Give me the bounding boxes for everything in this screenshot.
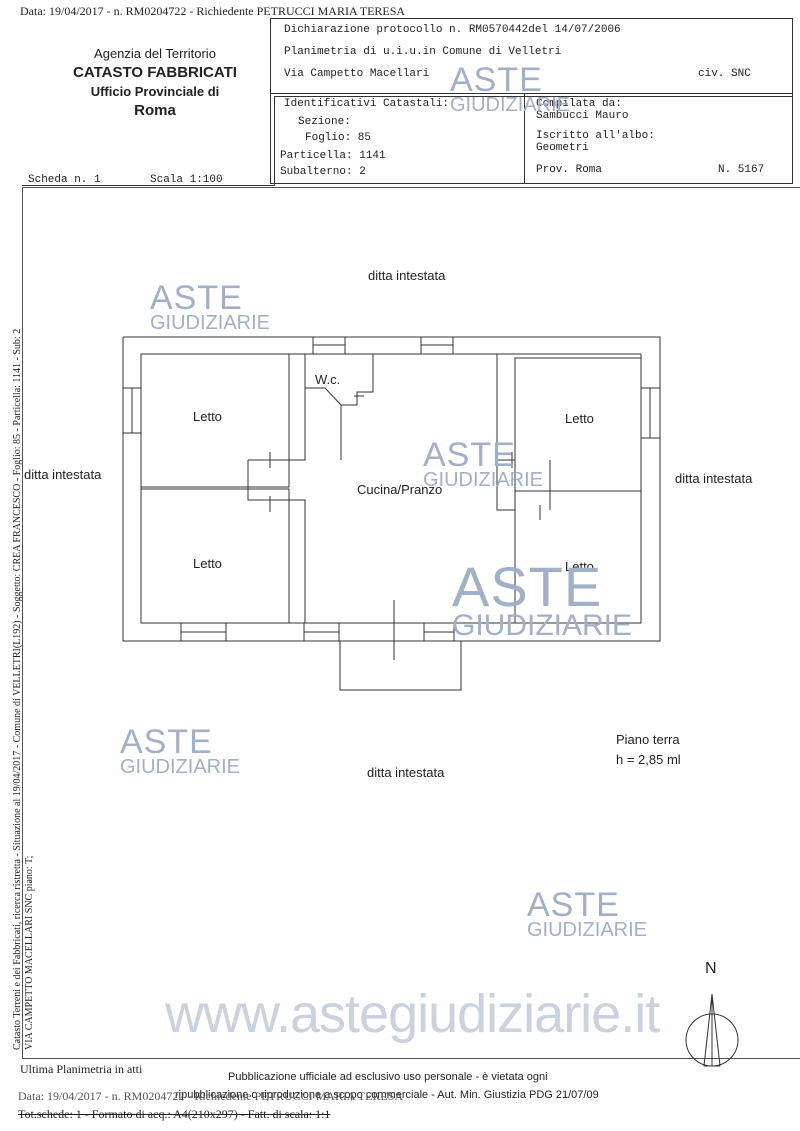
room-bedroom-label: Letto bbox=[565, 559, 594, 574]
subalterno-line: Subalterno: 2 bbox=[280, 166, 366, 178]
particella-line: Particella: 1141 bbox=[280, 150, 386, 162]
foglio-line: Foglio: 85 bbox=[305, 132, 372, 144]
publication-notice: Pubblicazione ufficiale ad esclusivo uso… bbox=[228, 1071, 548, 1083]
footer-date-line: Data: 19/04/2017 - n. RM0204722 - Richie… bbox=[18, 1089, 404, 1103]
last-plan-label: Ultima Planimetria in atti bbox=[20, 1062, 143, 1076]
east-neighbor-label: ditta intestata bbox=[675, 471, 753, 486]
agency-block: Agenzia del Territorio CATASTO FABBRICAT… bbox=[55, 46, 255, 119]
sezione-line: Sezione: bbox=[298, 116, 351, 128]
office-label: Ufficio Provinciale di bbox=[90, 84, 220, 99]
compiler-name: Sambucci Mauro bbox=[536, 110, 629, 122]
scala-label: Scala 1:100 bbox=[150, 174, 223, 186]
north-neighbor-label: ditta intestata bbox=[368, 268, 446, 283]
identifiers-title: Identificativi Catastali: bbox=[284, 98, 450, 110]
north-arrow-icon bbox=[685, 993, 739, 1067]
drawing-frame bbox=[22, 187, 800, 1059]
scheda-label: Scheda n. 1 bbox=[28, 174, 101, 186]
floor-label: Piano terra bbox=[616, 732, 680, 747]
publication-notice-2: ripubblicazione o riproduzione a scopo c… bbox=[175, 1089, 599, 1101]
register-number: N. 5167 bbox=[718, 164, 765, 176]
room-kitchen-label: Cucina/Pranzo bbox=[357, 482, 443, 497]
room-bedroom-label: Letto bbox=[193, 409, 222, 424]
top-header: Data: 19/04/2017 - n. RM0204722 - Richie… bbox=[20, 4, 406, 18]
declaration-box bbox=[270, 18, 793, 184]
profession-label: Geometri bbox=[536, 142, 589, 154]
south-neighbor-label: ditta intestata bbox=[367, 765, 445, 780]
civ-line: civ. SNC bbox=[698, 68, 751, 80]
room-wc-label: W.c. bbox=[315, 372, 341, 387]
agency-name: Agenzia del Territorio bbox=[94, 46, 216, 61]
plan-line: Planimetria di u.i.u.in Comune di Vellet… bbox=[284, 46, 562, 58]
province-label: Prov. Roma bbox=[536, 164, 603, 176]
compass-label: N bbox=[705, 960, 717, 977]
room-bedroom-label: Letto bbox=[565, 411, 594, 426]
west-neighbor-label: ditta intestata bbox=[24, 467, 102, 482]
footer-schede-line: Tot.schede: 1 - Formato di acq.: A4(210x… bbox=[18, 1107, 331, 1121]
protocol-line: Dichiarazione protocollo n. RM0570442del… bbox=[284, 24, 621, 36]
height-label: h = 2,85 ml bbox=[616, 752, 681, 767]
compilata-label: Compilata da: bbox=[536, 98, 622, 110]
iscritto-label: Iscritto all'albo: bbox=[536, 130, 655, 142]
address-line: Via Campetto Macellari bbox=[284, 68, 430, 80]
catasto-title: CATASTO FABBRICATI bbox=[73, 64, 237, 81]
office-city: Roma bbox=[134, 102, 176, 119]
room-bedroom-label: Letto bbox=[193, 556, 222, 571]
